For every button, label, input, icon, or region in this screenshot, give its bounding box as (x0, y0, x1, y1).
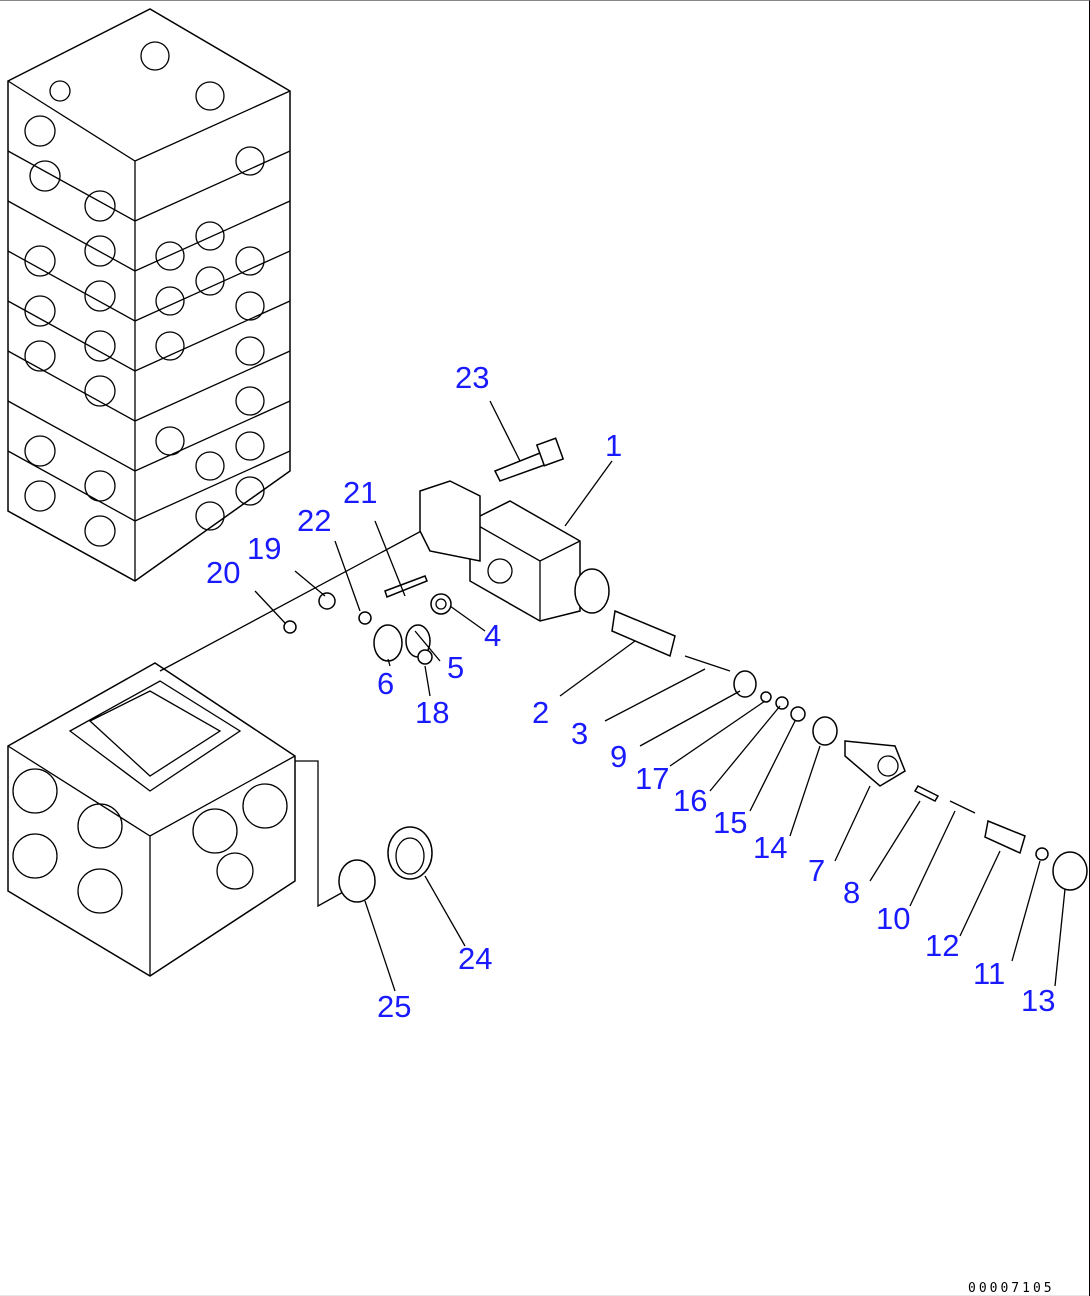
callout-4: 4 (484, 618, 501, 653)
callout-8: 8 (843, 875, 860, 910)
callout-7: 7 (808, 853, 825, 888)
callout-14: 14 (753, 830, 787, 865)
callout-15: 15 (713, 805, 747, 840)
callout-21: 21 (343, 475, 377, 510)
callout-1: 1 (605, 428, 622, 463)
callout-17: 17 (635, 761, 669, 796)
callout-5: 5 (447, 650, 464, 685)
callout-16: 16 (673, 783, 707, 818)
leader-lines (254, 400, 1066, 992)
control-valve-stack (7, 8, 291, 582)
callout-20: 20 (206, 555, 240, 590)
valve-section (7, 520, 441, 977)
callout-22: 22 (297, 503, 331, 538)
callout-12: 12 (925, 928, 959, 963)
callout-25: 25 (377, 989, 411, 1024)
callout-18: 18 (415, 695, 449, 730)
callout-19: 19 (247, 531, 281, 566)
part-number-labels: 1 2 3 4 5 6 7 8 9 10 11 12 13 14 15 16 1… (206, 360, 1055, 1024)
part-1-body (419, 480, 610, 622)
callout-10: 10 (876, 901, 910, 936)
callout-11: 11 (973, 956, 1005, 991)
callout-3: 3 (571, 716, 588, 751)
small-parts (283, 437, 1088, 903)
callout-9: 9 (610, 739, 627, 774)
callout-2: 2 (532, 695, 549, 730)
callout-23: 23 (455, 360, 489, 395)
callout-24: 24 (458, 941, 492, 976)
drawing-code: 00007105 (968, 1281, 1055, 1296)
callout-13: 13 (1021, 983, 1055, 1018)
callout-6: 6 (377, 666, 394, 701)
